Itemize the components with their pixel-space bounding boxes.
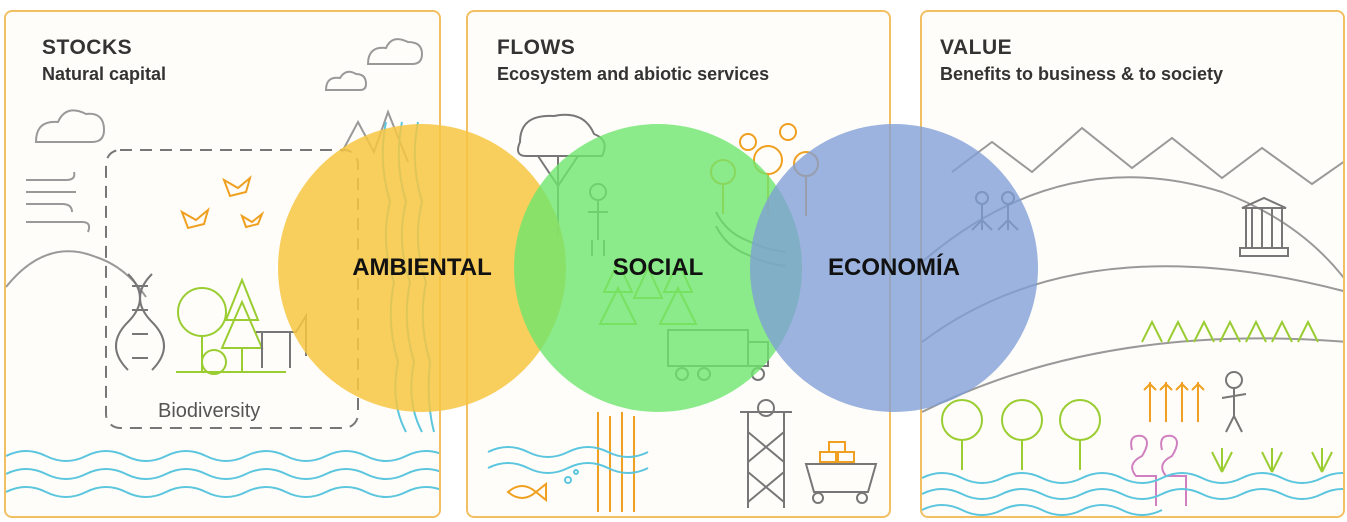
economia-circle: [750, 124, 1038, 412]
flows-subtitle: Ecosystem and abiotic services: [497, 64, 770, 84]
dna-icon: [115, 273, 165, 371]
gold-cart-icon: [804, 441, 878, 504]
tree-icon: [176, 277, 286, 375]
social-circle: [514, 124, 802, 412]
value-subtitle: Benefits to business & to society: [940, 64, 1224, 84]
mangrove-icon: [941, 399, 1101, 470]
cloud-icon: [324, 38, 424, 91]
water-icon: [487, 446, 649, 484]
cloud-icon: [34, 109, 106, 143]
temple-icon: [1239, 196, 1289, 257]
stocks-subtitle: Natural capital: [42, 64, 167, 84]
bird-icon: [180, 175, 265, 230]
mine-tower-icon: [740, 399, 792, 508]
wind-icon: [26, 171, 91, 233]
water-icon: [922, 472, 1343, 516]
fish-icon: [506, 481, 547, 503]
value-title: VALUE: [940, 36, 1013, 59]
wheat-icon: [1143, 382, 1205, 422]
grass-icon: [1211, 448, 1333, 473]
social-label: SOCIAL: [612, 254, 704, 281]
biodiversity-label: Biodiversity: [158, 400, 261, 422]
farmer-icon: [1221, 371, 1247, 433]
mountain-icon: [951, 126, 1343, 186]
ambiental-circle: [278, 124, 566, 412]
stocks-title: STOCKS: [42, 36, 133, 59]
reed-icon: [597, 412, 635, 512]
economia-label: ECONOMÍA: [828, 254, 960, 281]
forest-icon: [1141, 319, 1319, 343]
ambiental-label: AMBIENTAL: [352, 254, 492, 281]
flamingo-icon: [1130, 434, 1187, 506]
flows-title: FLOWS: [497, 36, 576, 59]
